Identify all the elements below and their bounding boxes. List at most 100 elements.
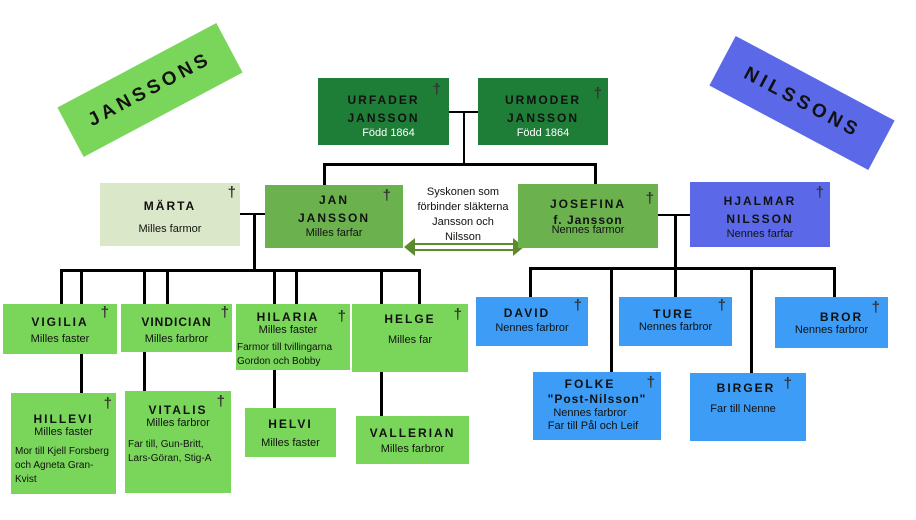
sibling-link-text: Syskonen som förbinder släkterna Jansson… [417, 186, 509, 243]
person-nickname: "Post-Nilsson" [547, 392, 647, 406]
person-name: VITALIS [148, 403, 208, 417]
person-helge: HELGE Milles far † [352, 304, 468, 372]
person-subtitle: Milles farbror [380, 443, 445, 455]
person-subtitle: Milles faster [30, 333, 90, 345]
cross-icon: † [593, 85, 602, 102]
person-subtitle: Född 1864 [516, 127, 570, 139]
person-urfader-jansson: URFADER JANSSON Född 1864 † [318, 78, 449, 145]
person-maiden-name: f. Jansson [553, 213, 623, 227]
person-note: Mor till Kjell Forsberg och Agneta Gran-… [15, 446, 109, 485]
person-subtitle: Nennes farbror [495, 322, 569, 334]
person-subtitle: Nennes farmor [551, 224, 625, 236]
person-name: JOSEFINA [549, 197, 626, 211]
person-name: VINDICIAN [141, 315, 212, 329]
person-note: Farmor till tvillingarna Gordon och Bobb… [237, 342, 333, 367]
person-subtitle: Milles faster [261, 437, 320, 449]
connector-line [463, 111, 465, 165]
person-hillevi: HILLEVI Milles faster Mor till Kjell For… [11, 393, 116, 494]
person-marta: MÄRTA Milles farmor † [100, 183, 240, 246]
connector-line [529, 267, 836, 270]
connector-line [833, 267, 836, 297]
cross-icon: † [216, 393, 225, 410]
connector-line [418, 269, 421, 304]
connector-line [674, 267, 677, 297]
person-subtitle: Milles faster [258, 324, 318, 336]
connector-line [60, 269, 421, 272]
connector-line [594, 163, 597, 186]
person-name: VIGILIA [31, 315, 89, 329]
person-name: DAVID [503, 306, 551, 320]
person-helvi: HELVI Milles faster [245, 408, 336, 457]
person-subtitle: Far till Nenne [710, 403, 776, 415]
cross-icon: † [783, 375, 792, 392]
cross-icon: † [645, 190, 654, 207]
person-name: HILARIA [256, 310, 320, 324]
person-name: BIRGER [716, 381, 776, 395]
connector-line [610, 267, 613, 372]
cross-icon: † [227, 184, 236, 201]
cross-icon: † [432, 81, 441, 98]
cross-icon: † [103, 395, 112, 412]
person-name: JAN JANSSON [297, 193, 370, 225]
cross-icon: † [220, 304, 229, 321]
person-ture: TURE Nennes farbror † [619, 297, 732, 346]
person-birger: BIRGER Far till Nenne † [690, 373, 806, 441]
person-subtitle: Nennes farfar [726, 228, 794, 240]
connector-line [674, 214, 677, 269]
person-name: URFADER JANSSON [347, 93, 420, 125]
person-name: BROR [819, 310, 864, 324]
person-subtitle: Milles farmor [138, 223, 202, 235]
connector-line [295, 269, 298, 304]
person-subtitle: Milles faster [34, 426, 93, 438]
connector-line [60, 269, 63, 304]
person-josefina: JOSEFINA f. Jansson Nennes farmor † [518, 184, 658, 248]
person-subtitle: Nennes farbror [553, 407, 627, 419]
connector-line [253, 213, 256, 271]
connector-line [240, 213, 265, 215]
person-subtitle: Milles farbror [146, 417, 210, 429]
person-subtitle: Milles far [387, 334, 432, 346]
connector-line [529, 267, 532, 297]
person-name: HJALMAR NILSSON [723, 194, 797, 226]
person-name: HELGE [384, 312, 436, 326]
person-relation: Far till Pål och Leif [547, 420, 639, 432]
person-name: FOLKE [564, 377, 616, 391]
person-hilaria: HILARIA Milles faster Farmor till tvilli… [236, 304, 350, 370]
connector-line [323, 163, 596, 166]
cross-icon: † [815, 184, 824, 201]
person-subtitle: Född 1864 [362, 127, 415, 139]
person-name: MÄRTA [143, 199, 197, 213]
person-name: HELVI [268, 417, 313, 431]
person-subtitle: Milles farbror [144, 333, 209, 345]
cross-icon: † [337, 308, 346, 325]
person-note: Far till, Gun-Britt, Lars-Göran, Stig-A [128, 439, 212, 464]
cross-icon: † [573, 297, 582, 314]
cross-icon: † [100, 304, 109, 321]
person-name: URMODER JANSSON [505, 93, 581, 125]
person-vitalis: VITALIS Milles farbror Far till, Gun-Bri… [125, 391, 231, 493]
person-name: HILLEVI [33, 412, 94, 426]
person-subtitle: Nennes farbror [638, 321, 713, 333]
cross-icon: † [871, 299, 880, 316]
person-urmoder-jansson: URMODER JANSSON Född 1864 † [478, 78, 608, 145]
person-vindician: VINDICIAN Milles farbror † [121, 304, 232, 352]
cross-icon: † [646, 374, 655, 391]
cross-icon: † [382, 187, 391, 204]
connector-line [323, 163, 326, 186]
janssons-banner: JANSSONS [57, 23, 243, 157]
person-bror: BROR Nennes farbror † [775, 297, 888, 348]
cross-icon: † [453, 306, 462, 323]
person-david: DAVID Nennes farbror † [476, 297, 588, 346]
cross-icon: † [717, 297, 726, 314]
person-hjalmar-nilsson: HJALMAR NILSSON Nennes farfar † [690, 182, 830, 247]
double-arrow-icon [404, 237, 524, 257]
person-vallerian: VALLERIAN Milles farbror [356, 416, 469, 464]
person-name: VALLERIAN [369, 426, 456, 440]
person-jan-jansson: JAN JANSSON Milles farfar † [265, 185, 403, 248]
connector-line [750, 267, 753, 373]
person-folke: FOLKE "Post-Nilsson" Nennes farbror Far … [533, 372, 661, 440]
connector-line [166, 269, 169, 304]
nilssons-banner: NILSSONS [709, 36, 895, 170]
person-subtitle: Milles farfar [305, 227, 363, 239]
person-name: TURE [653, 307, 694, 321]
